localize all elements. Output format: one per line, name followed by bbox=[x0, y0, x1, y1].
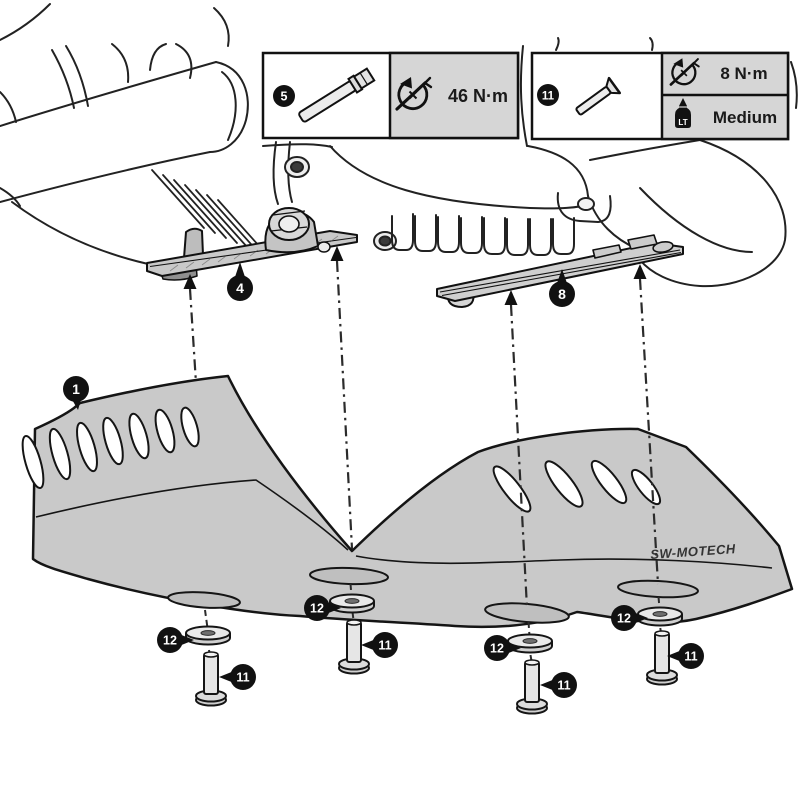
balloon-label: 11 bbox=[236, 671, 249, 685]
part-number: 5 bbox=[281, 90, 288, 104]
skid-plate: SW-MOTECH bbox=[21, 374, 794, 629]
balloon-screw: 11 bbox=[361, 632, 398, 658]
arrow-up-icon bbox=[330, 246, 344, 261]
washer-part bbox=[637, 606, 683, 627]
washer-part bbox=[185, 625, 231, 646]
oil-pan-fins bbox=[391, 213, 575, 256]
front-slots bbox=[21, 406, 200, 490]
balloon-label: 12 bbox=[617, 612, 631, 626]
balloon-label: 11 bbox=[378, 639, 391, 653]
balloon-washer: 12 bbox=[304, 595, 341, 621]
threadlocker-strength: Medium bbox=[713, 108, 777, 127]
alignment-lines bbox=[188, 260, 354, 550]
balloon-rear-bracket: 8 bbox=[549, 269, 575, 307]
dash-line-1 bbox=[188, 288, 198, 384]
dash-line-2 bbox=[335, 260, 354, 550]
dash-line-4 bbox=[638, 278, 660, 585]
dash-line-3 bbox=[509, 304, 529, 609]
bolt-illustration bbox=[298, 67, 376, 123]
engine-illustration bbox=[0, 3, 798, 288]
arrow-up-icon bbox=[504, 290, 518, 305]
cooling-fins-left bbox=[151, 169, 269, 257]
arrow-up-icon bbox=[633, 264, 647, 279]
balloon-screw: 11 bbox=[667, 643, 704, 669]
screw-part bbox=[516, 659, 548, 715]
mounting-holes bbox=[167, 566, 699, 624]
screw-illustration bbox=[575, 76, 622, 116]
balloon-washer: 12 bbox=[157, 627, 194, 653]
torque-value: 46 N·m bbox=[448, 86, 508, 106]
balloon-label: 11 bbox=[557, 679, 570, 693]
balloon-label: 12 bbox=[163, 634, 177, 648]
balloon-screw: 11 bbox=[219, 664, 256, 690]
alignment-lines-over bbox=[509, 278, 660, 609]
screw-part bbox=[338, 619, 370, 675]
balloon-label: 12 bbox=[490, 642, 504, 656]
torque-value: 8 N·m bbox=[720, 64, 767, 83]
brand-logo: SW-MOTECH bbox=[650, 541, 737, 562]
alignment-arrows bbox=[183, 246, 647, 305]
threadlocker-abbr: LT bbox=[678, 118, 687, 127]
balloon-washer: 12 bbox=[484, 635, 521, 661]
balloon-label: 8 bbox=[558, 286, 566, 302]
arrow-up-icon bbox=[183, 274, 197, 289]
washer-part bbox=[329, 593, 375, 614]
skid-plate-body bbox=[31, 374, 794, 629]
screw-part bbox=[195, 651, 227, 707]
balloon-skid-plate: 1 bbox=[63, 376, 89, 410]
balloon-label: 1 bbox=[72, 381, 80, 397]
spec-box-screw: 11 8 N·m LT Medium bbox=[530, 51, 790, 141]
balloon-front-bracket: 4 bbox=[227, 262, 253, 301]
front-bracket bbox=[146, 207, 358, 281]
balloon-label: 11 bbox=[684, 650, 697, 664]
balloon-label: 12 bbox=[310, 602, 324, 616]
part-number: 11 bbox=[542, 91, 555, 103]
spec-box-bolt: 5 46 N·m bbox=[261, 51, 520, 140]
balloon-washer: 12 bbox=[611, 605, 648, 631]
rear-bracket bbox=[436, 234, 684, 308]
balloon-label: 4 bbox=[236, 280, 244, 296]
balloon-screw: 11 bbox=[540, 672, 577, 698]
